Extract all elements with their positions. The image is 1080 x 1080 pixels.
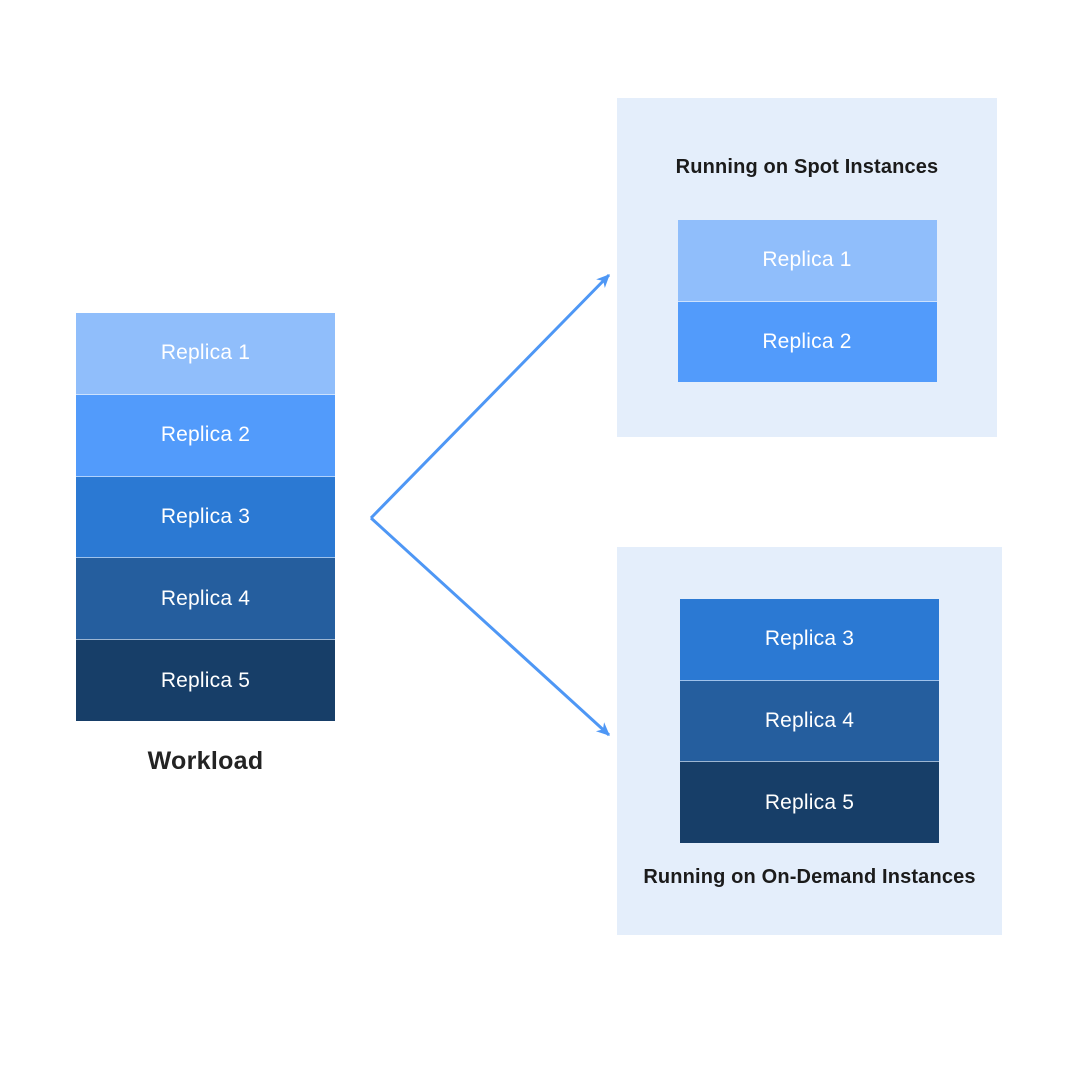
replica-label: Replica 3 [160,504,251,528]
panel-ondemand-title: Running on On-Demand Instances [643,866,976,888]
replica-label: Replica 5 [160,668,251,692]
ondemand-replica-5[interactable]: Replica 5 [680,762,939,844]
ondemand-replica-stack: Replica 3 Replica 4 Replica 5 [680,599,939,844]
replica-label: Replica 5 [764,790,855,814]
workload-replica-5[interactable]: Replica 5 [76,640,335,721]
arrow-to-ondemand [369,516,611,737]
ondemand-replica-4[interactable]: Replica 4 [680,680,939,763]
workload-group: Replica 1 Replica 2 Replica 3 Replica 4 … [76,313,335,776]
workload-replica-4[interactable]: Replica 4 [76,558,335,641]
arrow-to-spot [369,273,611,520]
panel-ondemand-instances: Replica 3 Replica 4 Replica 5 Running on… [617,547,1002,935]
panel-spot-title: Running on Spot Instances [675,156,939,178]
replica-label: Replica 2 [160,423,251,447]
workload-caption: Workload [147,747,264,775]
workload-replica-3[interactable]: Replica 3 [76,476,335,559]
workload-replica-1[interactable]: Replica 1 [76,313,335,395]
spot-replica-1[interactable]: Replica 1 [677,220,937,302]
workload-replica-2[interactable]: Replica 2 [76,394,335,477]
panel-spot-instances: Running on Spot Instances Replica 1 Repl… [617,98,997,437]
ondemand-replica-3[interactable]: Replica 3 [680,599,939,681]
replica-label: Replica 4 [160,586,251,610]
replica-label: Replica 2 [762,329,852,353]
replica-label: Replica 3 [764,627,855,651]
replica-label: Replica 1 [762,248,852,272]
spot-replica-stack: Replica 1 Replica 2 [677,220,937,382]
replica-label: Replica 1 [160,341,251,365]
spot-replica-2[interactable]: Replica 2 [677,301,937,382]
workload-replica-stack: Replica 1 Replica 2 Replica 3 Replica 4 … [76,313,335,721]
replica-label: Replica 4 [764,709,855,732]
